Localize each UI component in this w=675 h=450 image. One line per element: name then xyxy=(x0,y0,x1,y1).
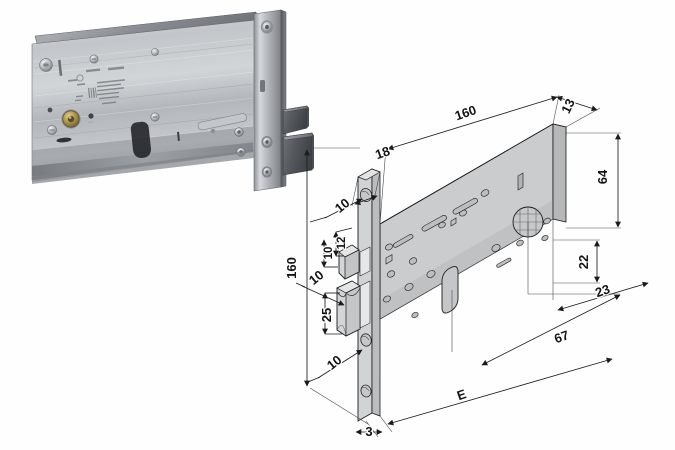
brass-cylinder xyxy=(61,109,81,129)
dimline-67 xyxy=(481,294,621,366)
case-top-slot xyxy=(57,59,63,76)
lock-faceplate xyxy=(253,9,287,192)
svg-text:~~: ~~ xyxy=(88,119,95,126)
dimension-lines xyxy=(304,95,649,435)
case-bottom-lip xyxy=(32,150,254,184)
dim-22: 22 xyxy=(576,255,591,269)
engraved-label: ~~ xyxy=(68,66,126,126)
dim-67: 67 xyxy=(552,327,571,346)
leader-10-third xyxy=(301,285,345,306)
dim-18: 18 xyxy=(373,143,392,162)
case-oval-slot xyxy=(130,121,151,158)
dim-64: 64 xyxy=(595,169,610,184)
dim-160-left: 160 xyxy=(284,257,299,279)
case-screws xyxy=(39,48,160,143)
case-small-slot xyxy=(177,131,180,141)
dim-23: 23 xyxy=(593,281,612,300)
latch-bolt xyxy=(282,105,310,135)
leader-dimensions-tails xyxy=(295,216,353,383)
dimline-160-top xyxy=(387,95,558,151)
dim-10-third: 10 xyxy=(306,267,327,288)
drawing-faceplate xyxy=(357,168,381,422)
dim-13: 13 xyxy=(558,96,578,116)
dim-3: 3 xyxy=(365,424,372,439)
dim-10-lower: 10 xyxy=(324,352,345,373)
dimline-E xyxy=(387,357,613,426)
dimension-labels: 160 13 18 160 10 12 10 10 25 10 64 22 23… xyxy=(283,95,613,440)
dimline-13 xyxy=(556,95,598,112)
leader-10-upper xyxy=(324,198,363,219)
drawing-dead-bolt xyxy=(336,280,361,337)
dim-160-top: 160 xyxy=(453,102,478,123)
dim-E: E xyxy=(455,386,468,403)
drawing-latch-bolt xyxy=(338,244,360,280)
dim-25: 25 xyxy=(319,308,334,322)
dim-12: 12 xyxy=(336,237,348,250)
leader-10-lower xyxy=(317,349,363,379)
dim-10-second: 10 xyxy=(323,247,335,260)
leader-dimensions xyxy=(301,198,363,379)
drawing-body-right-face xyxy=(552,123,567,223)
case-milled-channel xyxy=(197,113,247,131)
